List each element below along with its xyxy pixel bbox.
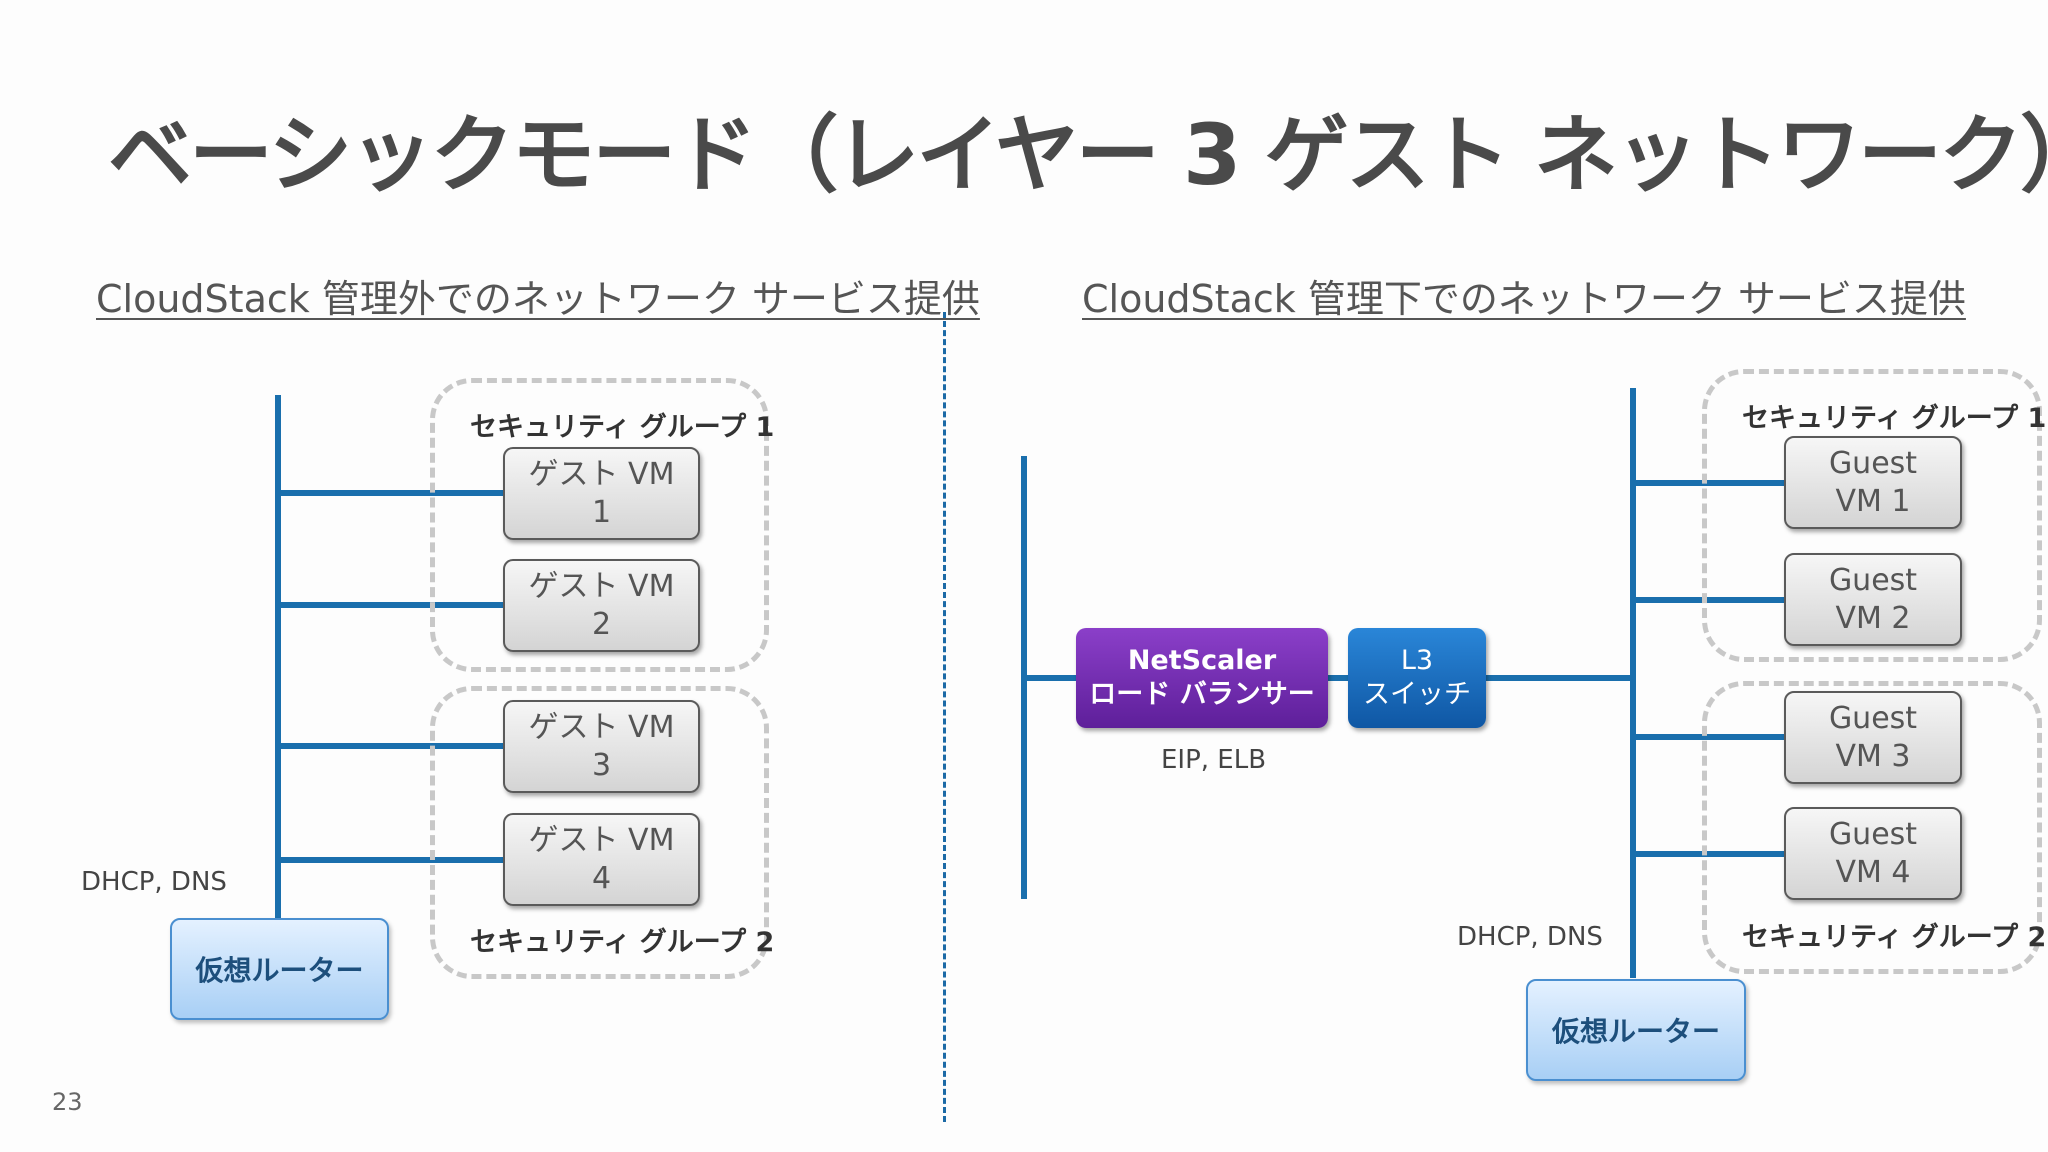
- left-branch-vm1: [278, 490, 504, 496]
- right-group2-label: セキュリティ グループ 2: [1742, 922, 2047, 953]
- right-branch-vm3: [1633, 734, 1785, 740]
- left-guest-vm-1[interactable]: ゲスト VM 1: [503, 447, 700, 540]
- right-guest-vm-1[interactable]: Guest VM 1: [1784, 436, 1962, 529]
- page-number: 23: [52, 1088, 83, 1116]
- left-guest-vm-2[interactable]: ゲスト VM 2: [503, 559, 700, 652]
- left-branch-vm4: [278, 857, 504, 863]
- left-guest-vm-4[interactable]: ゲスト VM 4: [503, 813, 700, 906]
- right-branch-to-netscaler: [1024, 675, 1078, 681]
- right-branch-vm1: [1633, 480, 1785, 486]
- right-subtitle: CloudStack 管理下でのネットワーク サービス提供: [1082, 277, 1966, 321]
- left-branch-vm3: [278, 743, 504, 749]
- right-link-netscaler-l3: [1325, 675, 1349, 681]
- vm-label: Guest: [1828, 445, 1918, 481]
- vm-label: ゲスト VM: [528, 709, 675, 745]
- left-dhcp-dns-label: DHCP, DNS: [81, 867, 227, 897]
- right-branch-vm4: [1633, 851, 1785, 857]
- left-security-group-1: [430, 378, 769, 672]
- right-security-group-2: [1702, 681, 2042, 974]
- vm-number: VM 1: [1835, 483, 1911, 519]
- left-security-group-2: [430, 686, 769, 979]
- vm-number: 4: [591, 860, 612, 896]
- right-guest-vm-4[interactable]: Guest VM 4: [1784, 807, 1962, 900]
- left-group1-label: セキュリティ グループ 1: [470, 412, 775, 443]
- vm-label: ゲスト VM: [528, 456, 675, 492]
- vm-label: Guest: [1828, 816, 1918, 852]
- vm-number: 1: [591, 494, 612, 530]
- netscaler-load-balancer[interactable]: NetScaler ロード バランサー: [1076, 628, 1328, 728]
- slide-title: ベーシックモード（レイヤー 3 ゲスト ネットワーク）: [108, 106, 2048, 204]
- right-main-vertical-bus: [1630, 388, 1636, 978]
- netscaler-role: ロード バランサー: [1089, 679, 1315, 710]
- vm-number: VM 3: [1835, 738, 1911, 774]
- center-divider: [943, 312, 946, 1122]
- right-guest-vm-3[interactable]: Guest VM 3: [1784, 691, 1962, 784]
- eip-elb-label: EIP, ELB: [1161, 745, 1267, 775]
- left-vertical-bus: [275, 395, 281, 920]
- right-virtual-router[interactable]: 仮想ルーター: [1526, 979, 1746, 1081]
- vm-number: 3: [591, 747, 612, 783]
- left-virtual-router[interactable]: 仮想ルーター: [170, 918, 389, 1020]
- vm-label: Guest: [1828, 562, 1918, 598]
- vm-number: VM 4: [1835, 854, 1911, 890]
- right-security-group-1: [1702, 369, 2042, 662]
- left-guest-vm-3[interactable]: ゲスト VM 3: [503, 700, 700, 793]
- right-guest-vm-2[interactable]: Guest VM 2: [1784, 553, 1962, 646]
- vm-number: 2: [591, 606, 612, 642]
- l3-switch-name: L3: [1400, 645, 1434, 676]
- l3-switch-role: スイッチ: [1363, 679, 1471, 710]
- vm-number: VM 2: [1835, 600, 1911, 636]
- left-group2-label: セキュリティ グループ 2: [470, 927, 775, 958]
- right-branch-vm2: [1633, 597, 1785, 603]
- left-subtitle: CloudStack 管理外でのネットワーク サービス提供: [96, 277, 980, 321]
- vm-label: ゲスト VM: [528, 822, 675, 858]
- vm-label: Guest: [1828, 700, 1918, 736]
- vm-label: ゲスト VM: [528, 568, 675, 604]
- l3-switch[interactable]: L3 スイッチ: [1348, 628, 1486, 728]
- left-branch-vm2: [278, 602, 504, 608]
- right-group1-label: セキュリティ グループ 1: [1742, 403, 2047, 434]
- right-dhcp-dns-label: DHCP, DNS: [1457, 922, 1603, 952]
- right-link-l3-bus: [1484, 675, 1636, 681]
- netscaler-name: NetScaler: [1127, 645, 1277, 676]
